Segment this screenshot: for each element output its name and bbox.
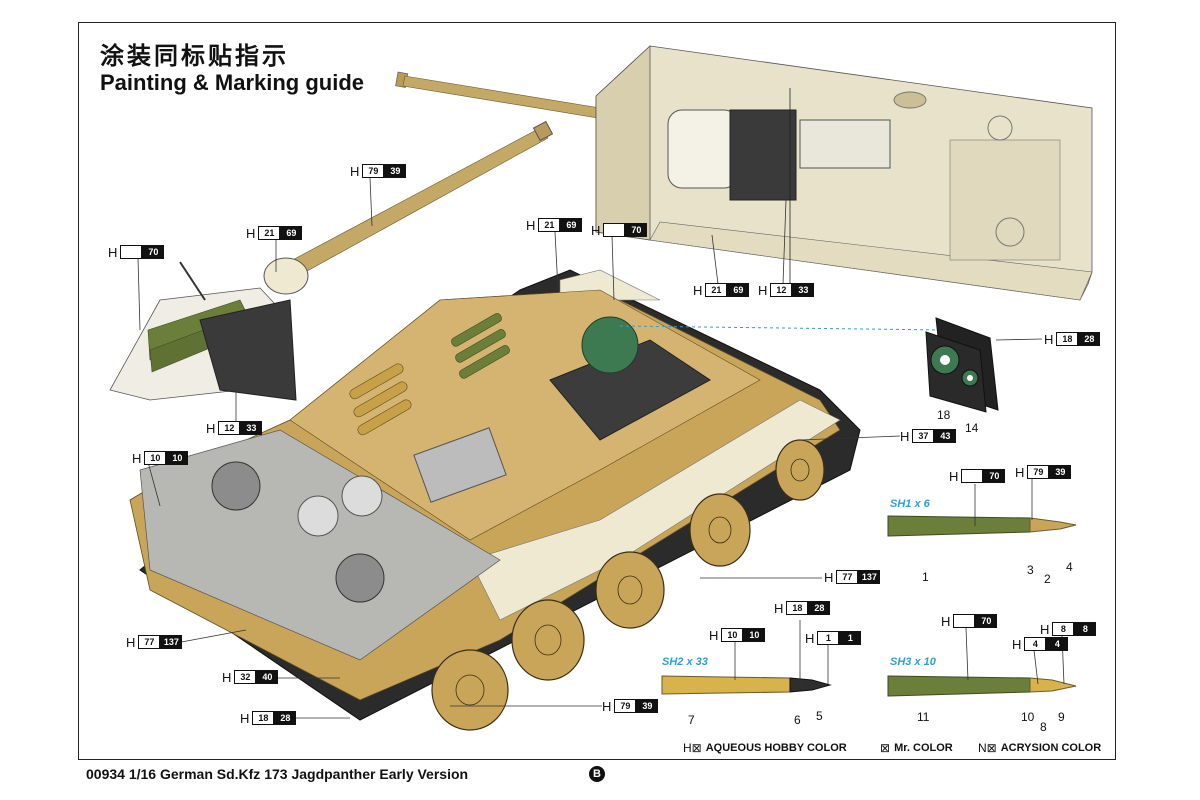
part-number: 3 xyxy=(1027,563,1034,577)
part-number: 10 xyxy=(1021,710,1035,724)
part-number: 6 xyxy=(794,713,801,727)
dashed-connector xyxy=(619,325,946,331)
part-number: 1 xyxy=(922,570,929,584)
legend-mr-color: ⊠Mr. COLOR xyxy=(880,741,953,755)
legend-aqueous: H⊠AQUEOUS HOBBY COLOR xyxy=(683,741,847,755)
part-number: 9 xyxy=(1058,710,1065,724)
part-number: 7 xyxy=(688,713,695,727)
page-frame xyxy=(78,22,1116,760)
part-number: 8 xyxy=(1040,720,1047,734)
main-gun-barrel-upper xyxy=(395,71,601,119)
detail-part xyxy=(925,317,999,413)
ammo-sh2 xyxy=(661,675,832,695)
part-number: 5 xyxy=(816,709,823,723)
leader-lines xyxy=(137,177,1065,719)
title-chinese: 涂装同标贴指示 xyxy=(100,42,289,70)
part-number: 4 xyxy=(1066,560,1073,574)
gun-assembly xyxy=(109,120,554,401)
page-title: Painting & Marking guide xyxy=(100,70,365,95)
page-badge: B xyxy=(589,766,605,782)
part-number: 2 xyxy=(1044,572,1051,586)
ammo-sh3 xyxy=(887,675,1077,697)
footer-product-title: 00934 1/16 German Sd.Kfz 173 Jagdpanther… xyxy=(86,766,469,782)
part-number: 11 xyxy=(917,710,930,724)
part-number: 18 xyxy=(937,408,951,422)
ammo-label-sh1: SH1 x 6 xyxy=(890,498,930,510)
part-number: 14 xyxy=(965,421,979,435)
ammo-label-sh2: SH2 x 33 xyxy=(662,656,708,668)
tank-hull xyxy=(129,269,861,731)
ammo-sh1 xyxy=(887,515,1077,537)
interior-panel xyxy=(595,45,1093,301)
legend-acrysion: N⊠ACRYSION COLOR xyxy=(978,741,1102,755)
ammo-label-sh3: SH3 x 10 xyxy=(890,656,936,668)
